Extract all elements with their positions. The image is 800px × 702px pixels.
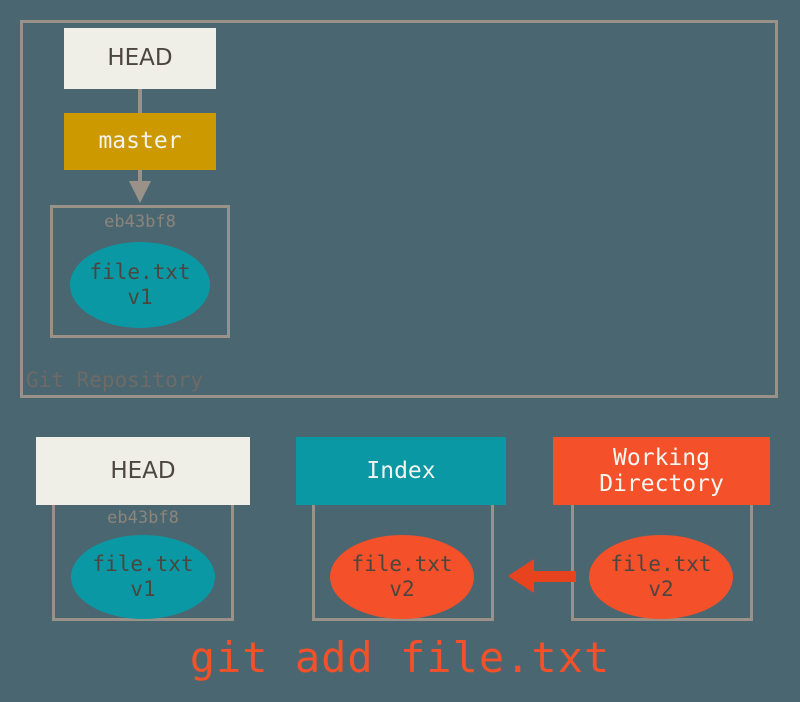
area-head-container bbox=[52, 505, 234, 621]
repo-commit-blob-filename: file.txt bbox=[89, 260, 191, 284]
area-working-directory-header[interactable]: Working Directory bbox=[553, 437, 770, 505]
git-repository-label: Git Repository bbox=[26, 368, 204, 392]
area-working-directory-header-line1: Working bbox=[613, 444, 710, 471]
area-head-blob[interactable]: file.txt v1 bbox=[71, 535, 215, 619]
area-working-directory-blob-version: v2 bbox=[648, 577, 674, 601]
area-index-blob-version: v2 bbox=[389, 577, 415, 601]
area-head-hash: eb43bf8 bbox=[107, 508, 179, 528]
repo-commit-blob[interactable]: file.txt v1 bbox=[70, 242, 210, 328]
repo-commit-box bbox=[50, 205, 230, 338]
area-head-header-label: HEAD bbox=[110, 457, 176, 484]
repo-head-box[interactable]: HEAD bbox=[64, 28, 216, 89]
repo-commit-blob-version: v1 bbox=[127, 285, 153, 309]
command-caption: git add file.txt bbox=[189, 633, 611, 682]
repo-master-label: master bbox=[98, 128, 182, 155]
connector-head-to-master bbox=[138, 89, 142, 113]
area-index-blob-filename: file.txt bbox=[351, 552, 453, 576]
arrow-add-shaft bbox=[534, 571, 576, 582]
repo-head-label: HEAD bbox=[107, 45, 173, 72]
area-index-container bbox=[312, 505, 494, 621]
repo-master-box[interactable]: master bbox=[64, 113, 216, 170]
area-working-directory-container bbox=[571, 505, 753, 621]
area-index-blob[interactable]: file.txt v2 bbox=[330, 535, 474, 619]
area-working-directory-header-line2: Directory bbox=[599, 471, 724, 497]
area-head-blob-filename: file.txt bbox=[92, 552, 194, 576]
arrow-down-icon bbox=[129, 181, 151, 203]
area-head-blob-version: v1 bbox=[130, 577, 156, 601]
area-working-directory-blob[interactable]: file.txt v2 bbox=[589, 535, 733, 619]
area-head-header[interactable]: HEAD bbox=[36, 437, 250, 505]
arrow-left-icon bbox=[508, 559, 534, 593]
git-repository-frame bbox=[20, 20, 778, 398]
area-index-header-label: Index bbox=[366, 457, 436, 484]
area-working-directory-blob-filename: file.txt bbox=[610, 552, 712, 576]
area-index-header[interactable]: Index bbox=[296, 437, 506, 505]
repo-commit-hash: eb43bf8 bbox=[104, 212, 176, 232]
